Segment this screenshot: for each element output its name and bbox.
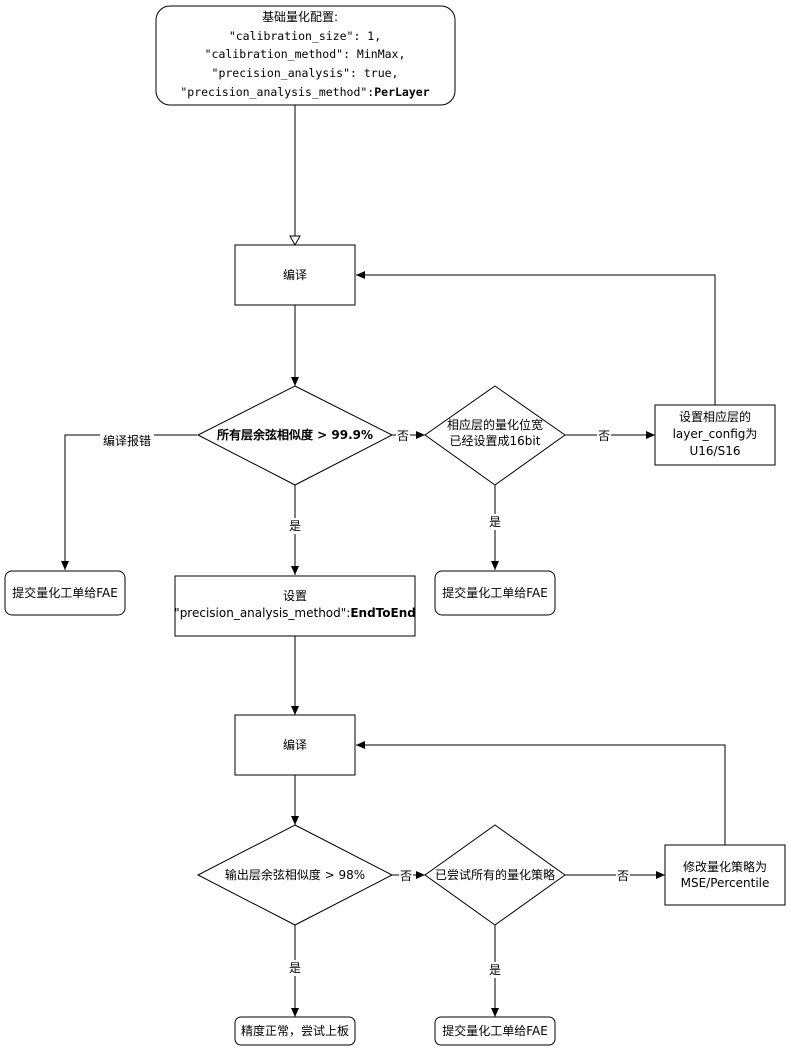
- decision-tried-label: 已尝试所有的量化策略: [435, 867, 555, 882]
- decision-output-cosine-label: 输出层余弦相似度 > 98%: [225, 867, 365, 882]
- set-layer-line1: 设置相应层的: [679, 409, 751, 424]
- setting-end-to-end-box: 设置 "precision_analysis_method":EndToEnd: [174, 575, 416, 637]
- modify-strategy-box: 修改量化策略为 MSE/Percentile: [664, 844, 786, 906]
- edge-modify-to-compile2: [356, 741, 726, 845]
- edge-label-yes-4: 是: [489, 963, 501, 977]
- config-box: 基础量化配置: "calibration_size": 1, "calibrat…: [155, 5, 456, 106]
- modify-line1: 修改量化策略为: [683, 859, 767, 874]
- modify-line2: MSE/Percentile: [681, 876, 770, 890]
- config-line-calibration-size: "calibration_size": 1,: [229, 29, 381, 43]
- precision-ok-board-label: 精度正常，尝试上板: [241, 1023, 349, 1038]
- config-line-calibration-method: "calibration_method": MinMax,: [205, 47, 406, 61]
- edge-decision-cos-to-fae-left: [61, 434, 197, 570]
- compile-box-1: 编译: [234, 244, 356, 306]
- setting-line2: "precision_analysis_method":EndToEnd: [174, 606, 416, 620]
- submit-fae-left-box: 提交量化工单给FAE: [4, 570, 126, 616]
- edge-labels: 编译报错 否 否 是 是 否 否 是 是: [100, 428, 630, 978]
- config-line-precision-analysis-method: "precision_analysis_method":PerLayer: [180, 85, 429, 99]
- config-line-precision-analysis: "precision_analysis": true,: [212, 66, 399, 80]
- edge-label-yes-3: 是: [289, 961, 301, 975]
- set-layer-config-box: 设置相应层的 layer_config为 U16/S16: [654, 404, 776, 466]
- precision-ok-board-box: 精度正常，尝试上板: [234, 1016, 356, 1046]
- decision-output-cosine: 输出层余弦相似度 > 98%: [196, 824, 394, 926]
- setting-line1: 设置: [283, 589, 307, 603]
- compile-label-2: 编译: [283, 737, 307, 752]
- submit-fae-bottom-label: 提交量化工单给FAE: [442, 1023, 548, 1038]
- submit-fae-left-label: 提交量化工单给FAE: [12, 585, 118, 600]
- edge-label-no-4: 否: [617, 869, 629, 883]
- decision-16bit-set: 相应层的量化位宽 已经设置成16bit: [424, 385, 566, 486]
- edge-label-yes-1: 是: [289, 519, 301, 533]
- compile-box-2: 编译: [234, 714, 356, 776]
- compile-label-1: 编译: [283, 267, 307, 282]
- submit-fae-bottom-box: 提交量化工单给FAE: [434, 1016, 556, 1046]
- edge-label-no-2: 否: [598, 429, 610, 443]
- decision-16bit-line1: 相应层的量化位宽: [447, 417, 543, 432]
- decision-cosine-all-layers-label: 所有层余弦相似度 > 99.9%: [217, 427, 373, 442]
- config-title: 基础量化配置:: [262, 10, 338, 24]
- decision-16bit-line2: 已经设置成16bit: [450, 434, 541, 448]
- submit-fae-mid-box: 提交量化工单给FAE: [434, 570, 556, 616]
- set-layer-line3: U16/S16: [690, 444, 741, 458]
- edge-label-no-3: 否: [400, 869, 412, 883]
- submit-fae-mid-label: 提交量化工单给FAE: [442, 585, 548, 600]
- edge-set-layer-to-compile1: [356, 271, 716, 405]
- edge-label-no-1: 否: [397, 429, 409, 443]
- edge-label-yes-2: 是: [489, 515, 501, 529]
- decision-cosine-all-layers: 所有层余弦相似度 > 99.9%: [196, 385, 394, 486]
- set-layer-line2: layer_config为: [673, 427, 758, 441]
- edge-label-compile-error: 编译报错: [103, 433, 151, 448]
- decision-tried-all-strategies: 已尝试所有的量化策略: [424, 824, 566, 926]
